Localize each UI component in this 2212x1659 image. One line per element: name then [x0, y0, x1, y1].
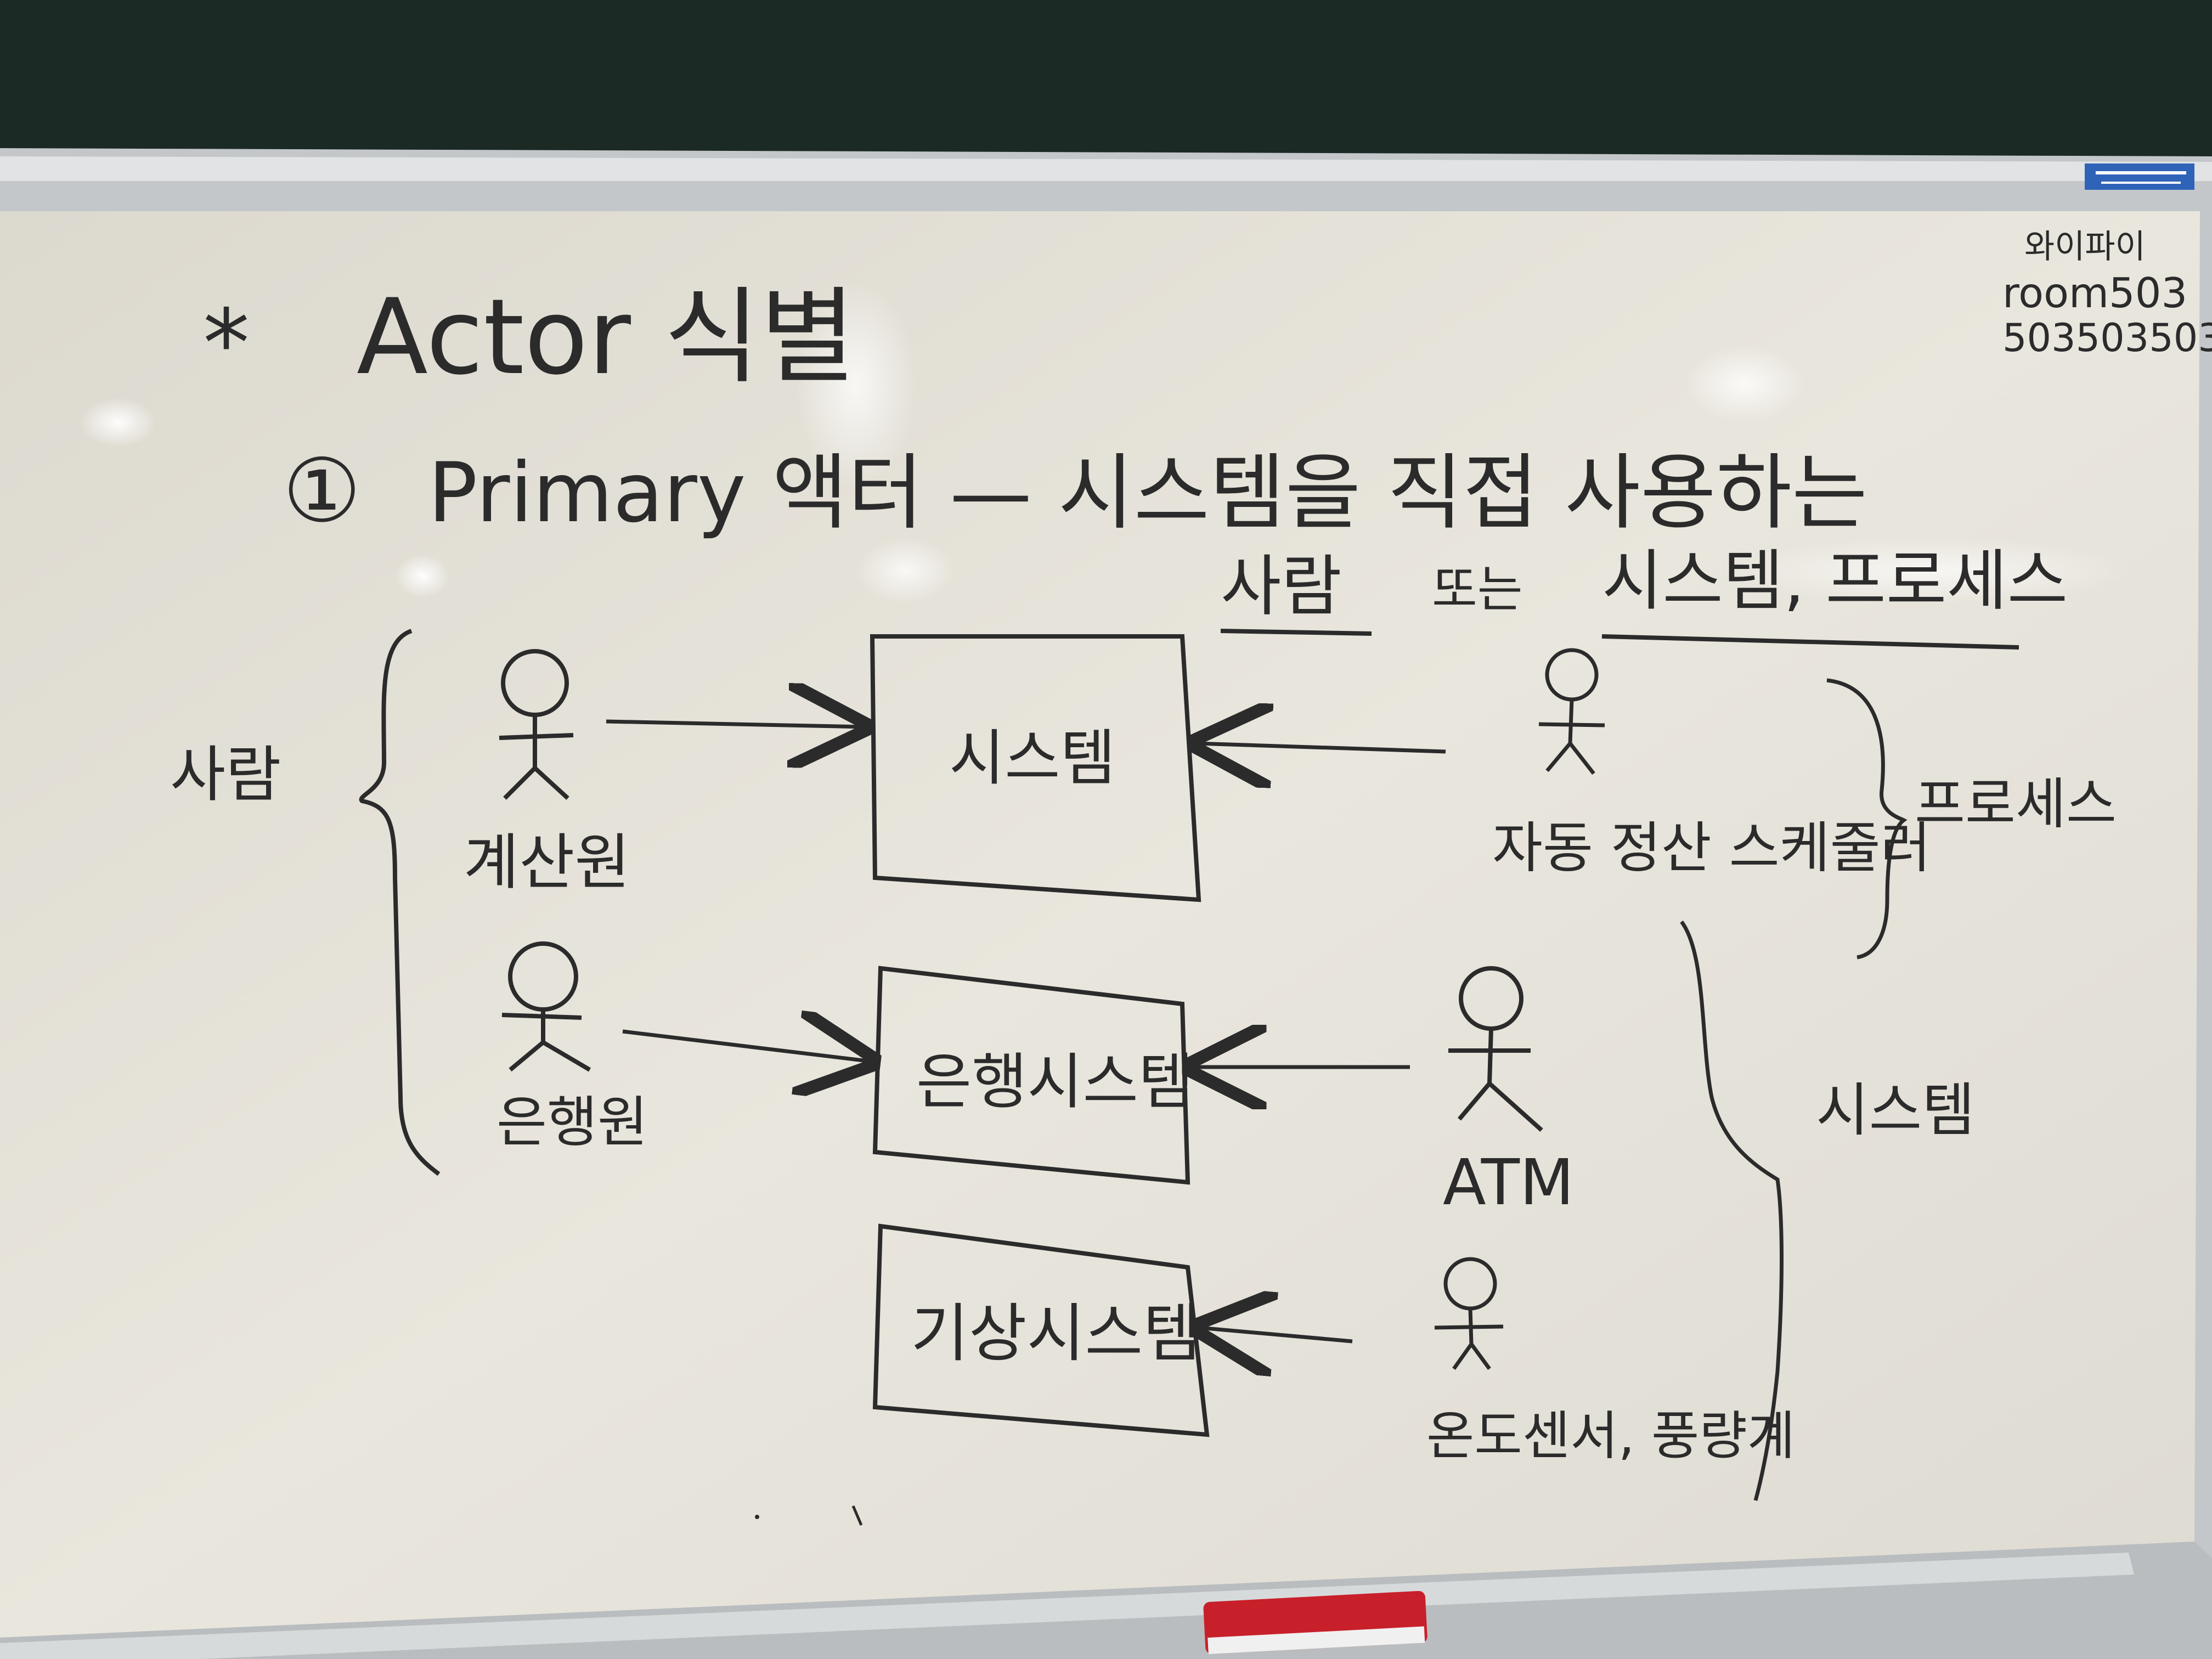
heading-bullet: *	[203, 290, 250, 398]
weather-system-box-label: 기상시스템	[911, 1297, 1201, 1370]
bank-system-box	[872, 966, 1190, 1185]
wifi-note-label: 와이파이	[2024, 228, 2146, 266]
light-glare	[1684, 346, 1805, 422]
frame-top-highlight	[0, 156, 2212, 181]
actor-cashier-label: 계산원	[464, 827, 630, 898]
light-glare	[80, 398, 156, 447]
category-or: 또는	[1432, 561, 1523, 618]
actor-sensors-figure	[1434, 1257, 1504, 1370]
point-text: Primary 액터 — 시스템을 직접 사용하는	[428, 445, 1867, 541]
marker-tray-lip	[0, 1553, 2134, 1659]
actor-bank-clerk-figure	[501, 941, 591, 1072]
stray-mark	[851, 1505, 863, 1526]
system-brace	[1680, 920, 1784, 1501]
people-side-label: 사람	[170, 740, 281, 810]
light-glare	[395, 554, 450, 598]
actor-atm-figure	[1448, 966, 1543, 1132]
heading-title: Actor 식별	[357, 276, 856, 398]
system-box-label: 시스템	[949, 723, 1116, 793]
actor-bank-clerk-label: 은행원	[496, 1090, 648, 1154]
category-system-process: 시스템, 프로세스	[1602, 543, 2068, 619]
category-people: 사람	[1221, 549, 1342, 625]
arrow-sensors-to-weather-system	[1199, 1328, 1353, 1341]
light-glare	[856, 538, 955, 603]
actor-scheduler-label: 자동 정산 스케줄러	[1492, 816, 1931, 880]
maker-label	[2085, 163, 2194, 190]
people-brace	[359, 629, 441, 1176]
light-glare	[1734, 538, 2129, 603]
arrow-cashier-to-system	[606, 721, 864, 727]
system-side-label: 시스템	[1816, 1077, 1975, 1144]
actor-cashier-figure	[499, 649, 574, 800]
weather-system-box	[872, 1223, 1210, 1437]
actor-sensors-label: 온도센서, 풍량계	[1426, 1406, 1795, 1466]
eraser-pad	[1207, 1626, 1425, 1655]
actor-atm-label: ATM	[1443, 1146, 1574, 1220]
whiteboard-surface	[0, 211, 2200, 1638]
process-brace	[1826, 678, 1908, 960]
stray-mark	[755, 1515, 759, 1519]
process-side-label: 프로세스	[1915, 772, 2117, 836]
system-box	[870, 634, 1201, 902]
light-glare	[795, 280, 916, 488]
arrow-clerk-to-bank-system	[622, 1031, 872, 1062]
actor-scheduler-figure	[1538, 648, 1605, 775]
underline-people	[1220, 629, 1372, 636]
point-number: ①	[283, 439, 361, 542]
underline-system-process	[1601, 634, 2019, 650]
wifi-ssid: room503	[2002, 269, 2187, 317]
arrow-scheduler-to-system	[1196, 743, 1446, 752]
wifi-password: 503503503	[2002, 315, 2212, 360]
bank-system-box-label: 은행시스템	[916, 1047, 1194, 1117]
